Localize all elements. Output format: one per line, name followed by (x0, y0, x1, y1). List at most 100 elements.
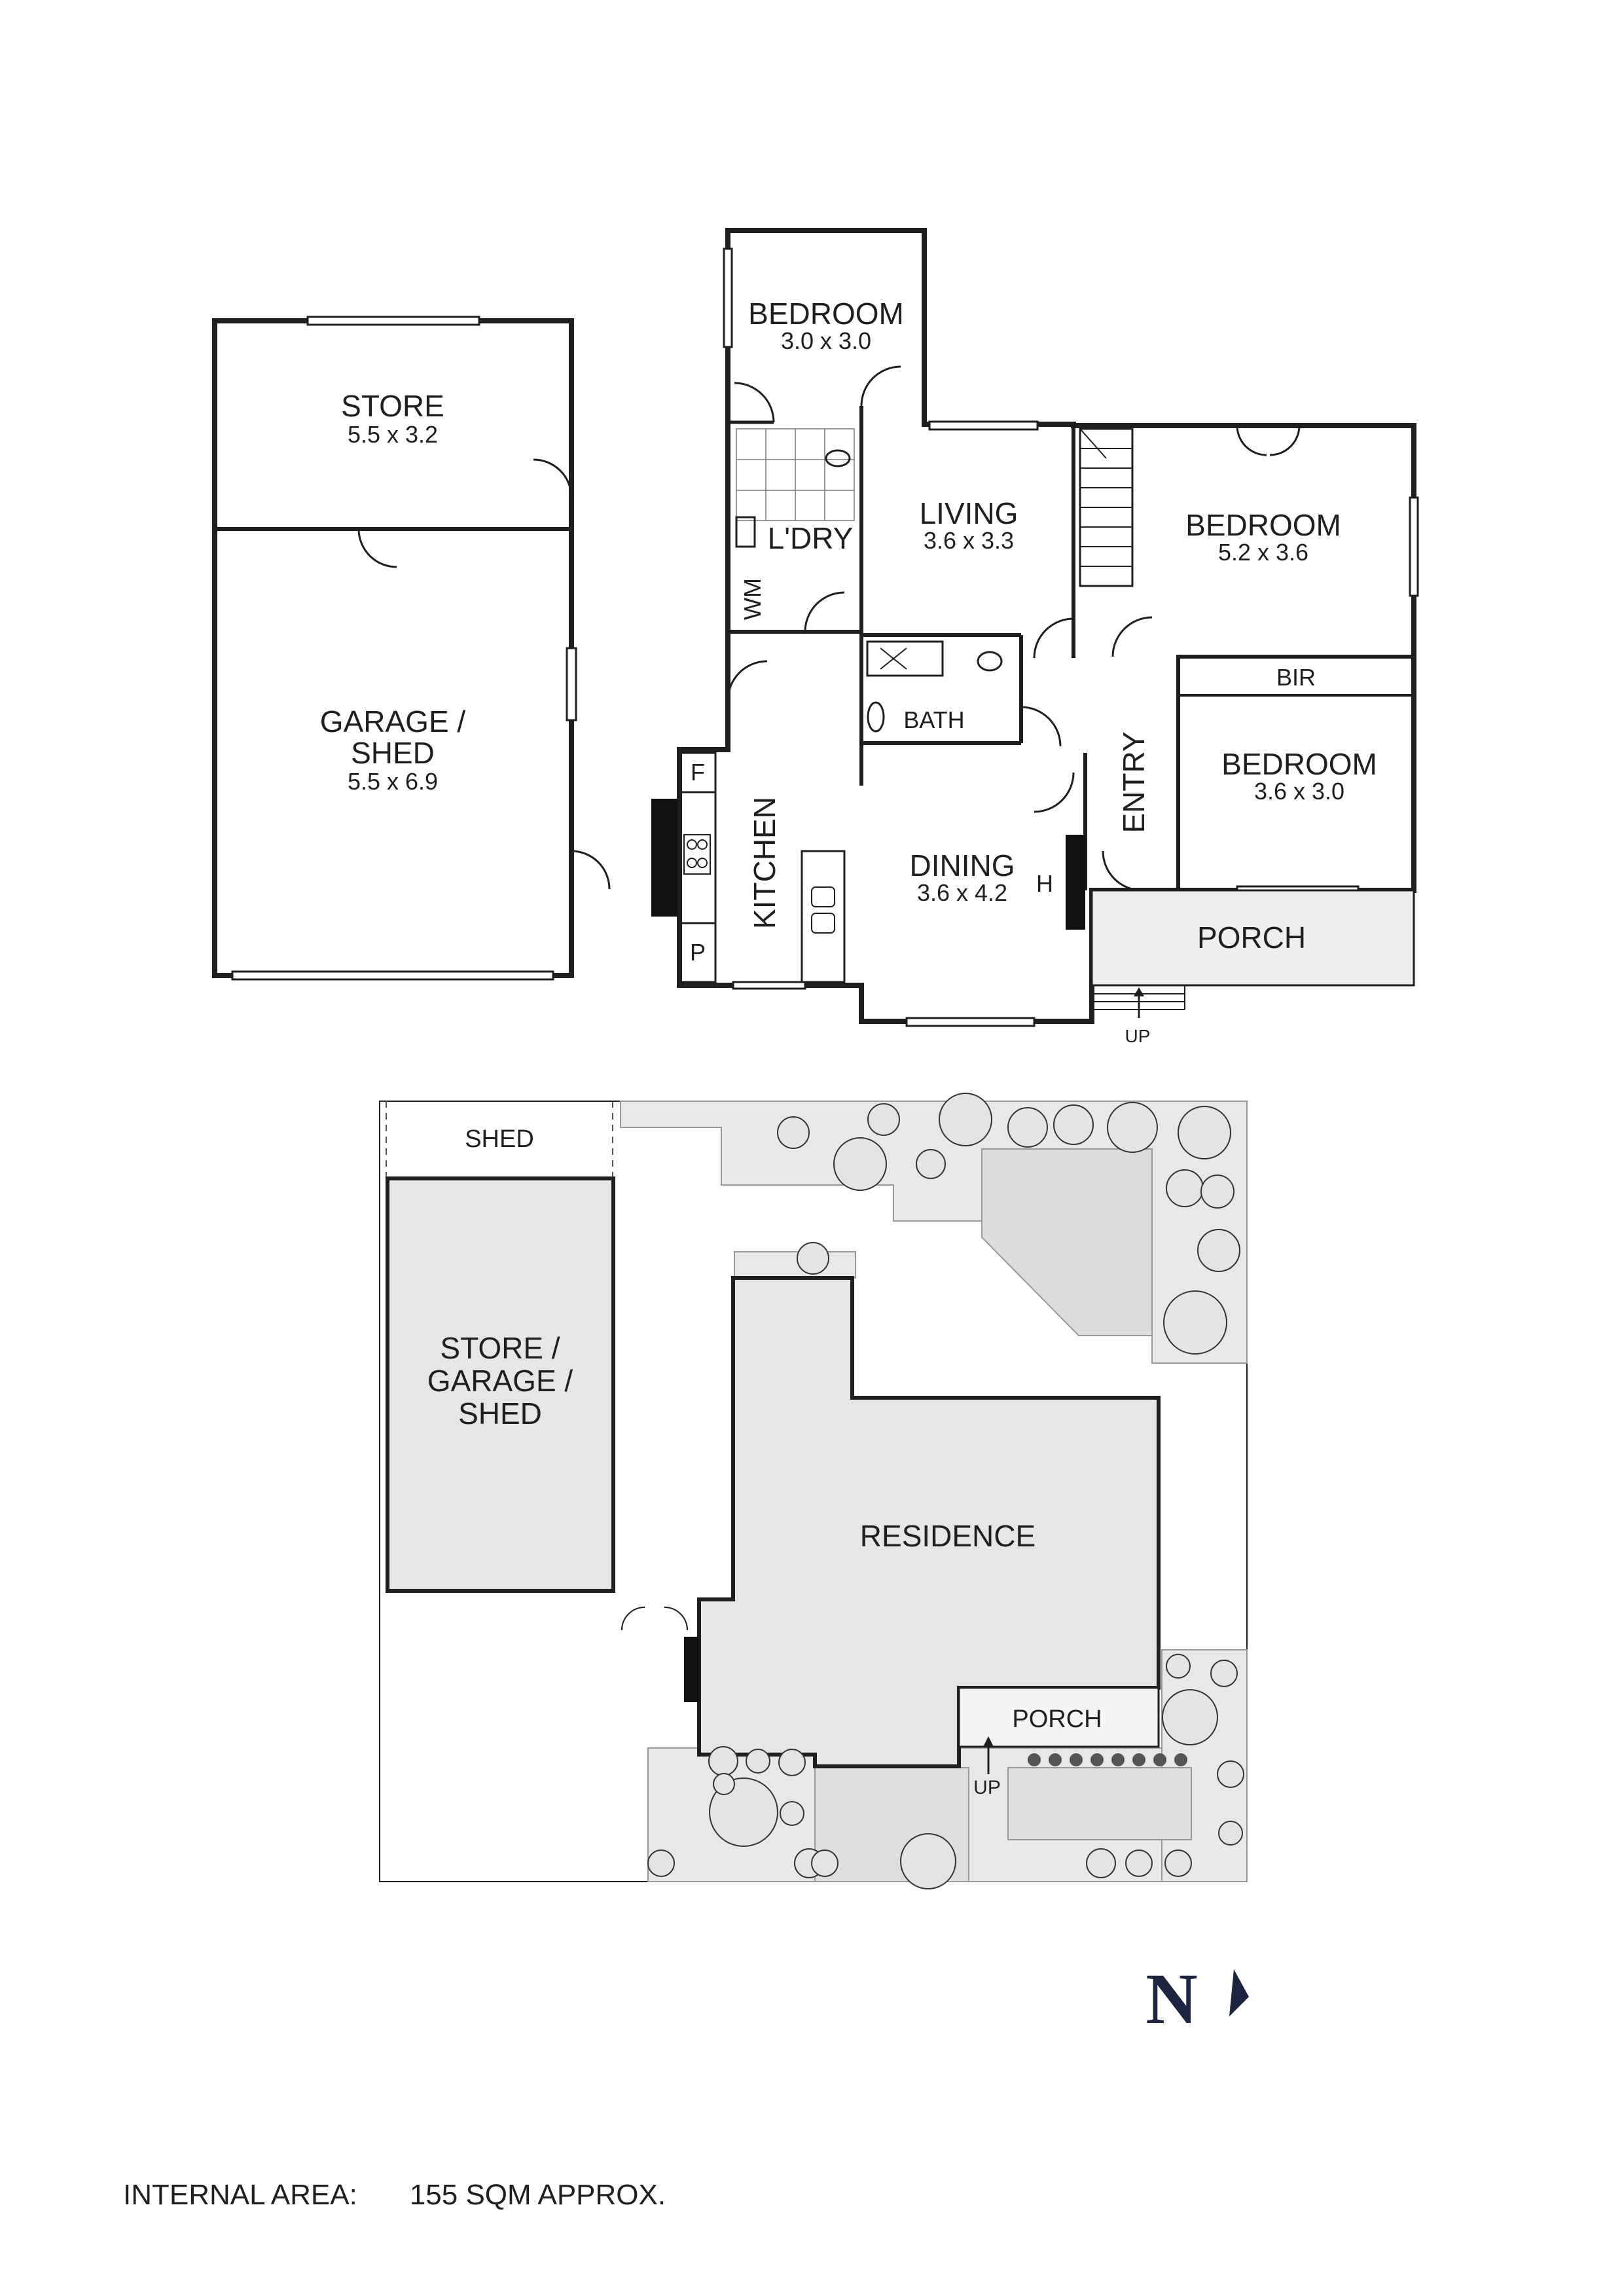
entry-label: ENTRY (1117, 731, 1151, 833)
site-porch (958, 1686, 1160, 1748)
living-size: 3.6 x 3.3 (924, 527, 1014, 554)
door-bed1 (734, 382, 775, 423)
site-outbuilding-line-1: STORE / (440, 1331, 560, 1365)
tree-icon (1197, 1229, 1240, 1272)
bedroom2-name: BEDROOM (1185, 508, 1341, 542)
up-label: UP (1125, 1026, 1151, 1046)
dining-size: 3.6 x 4.2 (917, 879, 1007, 906)
living-name: LIVING (920, 496, 1018, 530)
tree-icon (811, 1850, 838, 1877)
tree-icon (746, 1749, 770, 1774)
tree-icon (867, 1103, 900, 1136)
tree-icon (1107, 1102, 1158, 1153)
cooktop (683, 834, 711, 875)
door-bed3 (1102, 850, 1143, 892)
site-double-door (621, 1607, 688, 1631)
tree-icon (780, 1801, 804, 1826)
store-size: 5.5 x 3.2 (348, 421, 438, 448)
site-residence-label: RESIDENCE (860, 1519, 1036, 1553)
tree-icon (1217, 1760, 1244, 1788)
tree-icons (647, 1093, 1244, 1889)
sink-2 (811, 913, 835, 934)
tree-icon (916, 1149, 946, 1179)
bath-label: BATH (903, 706, 964, 733)
internal-area-label: INTERNAL AREA: (123, 2179, 357, 2211)
stairs (1079, 428, 1134, 587)
bathtub-cross-2 (880, 647, 907, 670)
garden-bed-top-residence (734, 1251, 856, 1279)
tree-icon (1164, 1850, 1192, 1877)
north-arrow-icon (1229, 1969, 1249, 2016)
fridge-box (678, 752, 717, 793)
window-kitchen (732, 981, 806, 990)
door-kitchen (727, 660, 768, 701)
door-bed2-robe-2 (1269, 425, 1301, 456)
bedroom2-size: 5.2 x 3.6 (1218, 539, 1308, 566)
fireplace-kitchen (651, 799, 677, 917)
tree-icon (1210, 1660, 1238, 1687)
door-bed2-robe-1 (1236, 425, 1267, 456)
store-door-swing (533, 458, 573, 498)
burner-2 (697, 839, 708, 850)
door-bath (1020, 706, 1062, 747)
garage-door-swing (357, 528, 397, 568)
bedroom1-size: 3.0 x 3.0 (781, 327, 871, 354)
tree-icon (709, 1777, 778, 1847)
laundry-label: L'DRY (768, 521, 854, 555)
garage-name-2: SHED (351, 736, 435, 770)
laundry-tiles (736, 428, 855, 521)
tree-icon (1162, 1689, 1218, 1745)
kitchen-label: KITCHEN (748, 797, 782, 929)
window-bed1 (723, 247, 733, 348)
internal-area-footer: INTERNAL AREA:155 SQM APPROX. (123, 2179, 666, 2212)
site-shed-label: SHED (465, 1125, 534, 1153)
store-window (306, 316, 480, 326)
toilet-bath (977, 651, 1003, 672)
tree-icon (797, 1242, 829, 1275)
tree-icon (1178, 1106, 1231, 1159)
compass-letter: N (1145, 1959, 1197, 2039)
window-bed2 (1409, 496, 1419, 597)
bathtub (866, 640, 944, 677)
hedge-dots (1028, 1753, 1187, 1766)
window-living (928, 420, 1039, 431)
pantry-label: P (690, 939, 706, 966)
door-entry-living (1033, 617, 1074, 659)
garage-window (566, 647, 577, 721)
tree-icon (833, 1137, 887, 1191)
bedroom3-name: BEDROOM (1221, 747, 1377, 781)
porch-area (1090, 889, 1415, 987)
tree-icon (708, 1746, 738, 1776)
tree-icon (1166, 1169, 1204, 1207)
tree-icon (1125, 1850, 1153, 1877)
bedroom1-name: BEDROOM (748, 297, 904, 331)
site-porch-label: PORCH (1012, 1705, 1102, 1733)
site-plan (379, 1093, 1248, 1889)
tree-icon (900, 1833, 956, 1889)
dining-name: DINING (910, 848, 1015, 883)
tree-icon (1007, 1107, 1048, 1148)
porch-label: PORCH (1197, 920, 1306, 955)
tree-icon (1200, 1175, 1235, 1209)
site-fireplace (684, 1637, 699, 1702)
tree-icon (647, 1850, 675, 1877)
bedroom3-size: 3.6 x 3.0 (1254, 778, 1344, 805)
fireplace-dining (1066, 835, 1085, 930)
site-residence (697, 1276, 1161, 1768)
sink-1 (811, 886, 835, 907)
burner-3 (687, 858, 697, 868)
kitchen-island (801, 850, 846, 983)
burner-4 (697, 858, 708, 868)
bir-label: BIR (1276, 664, 1316, 691)
site-outbuilding (386, 1176, 615, 1593)
wm-label: WM (739, 578, 766, 620)
path-south-2 (1007, 1767, 1192, 1840)
store-name: STORE (341, 389, 444, 423)
site-up-label: UP (973, 1777, 1001, 1798)
tree-icon (713, 1773, 735, 1795)
door-living (860, 365, 901, 407)
heater-label: H (1036, 870, 1053, 897)
toilet-laundry (825, 449, 851, 467)
tree-icon (1163, 1290, 1227, 1355)
